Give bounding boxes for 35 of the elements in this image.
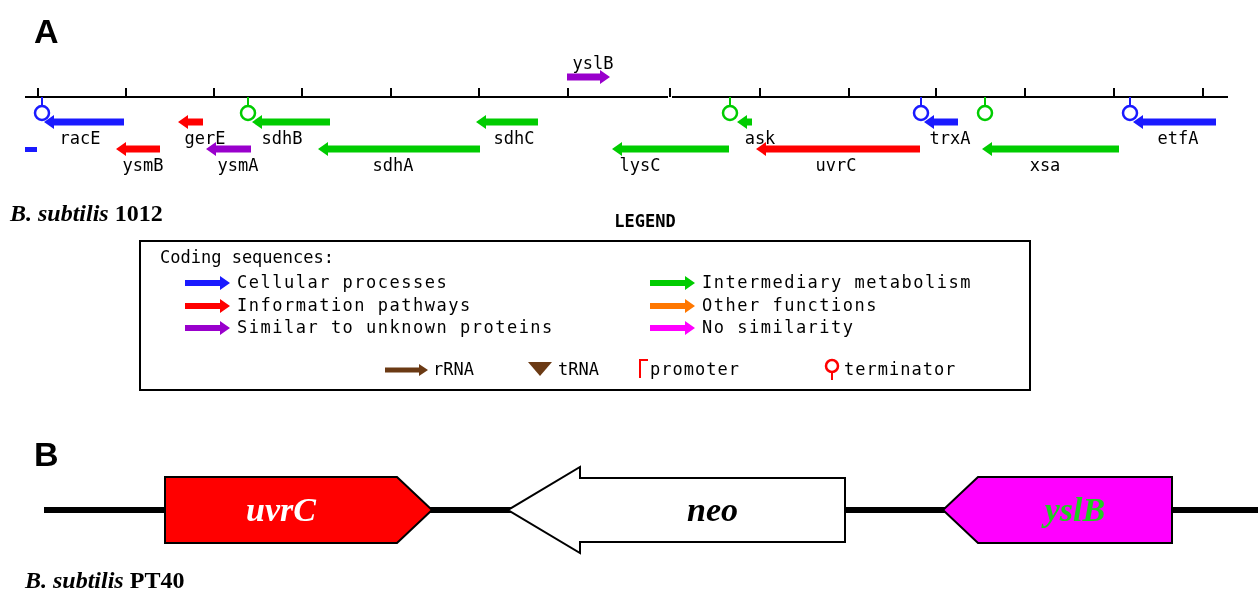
- gene-label: trxA: [929, 130, 971, 147]
- strain-caption: B. subtilis 1012: [10, 201, 163, 225]
- gene-label: sdhA: [372, 157, 414, 174]
- gene-name: uvrC: [246, 493, 316, 527]
- legend-label: No similarity: [702, 319, 855, 336]
- panel-letter: B: [34, 437, 59, 471]
- legend-label: Information pathways: [237, 297, 472, 314]
- gene-label: lysC: [619, 157, 661, 174]
- gene-label: uvrC: [815, 157, 857, 174]
- gene-label: ysmA: [217, 157, 259, 174]
- gene-label: sdhB: [261, 130, 303, 147]
- legend-label: terminator: [844, 361, 957, 378]
- panel-letter: A: [34, 14, 59, 48]
- legend-title: LEGEND: [614, 213, 676, 230]
- gene-arrow: [165, 477, 432, 543]
- legend-label: Similar to unknown proteins: [237, 319, 554, 336]
- gene-label: ysmB: [122, 157, 164, 174]
- legend-label: Other functions: [702, 297, 879, 314]
- gene-label: gerE: [184, 130, 226, 147]
- legend-label: rRNA: [433, 361, 474, 378]
- gene-label: xsa: [1029, 157, 1061, 174]
- legend-label: Cellular processes: [237, 274, 449, 291]
- gene-arrow: [943, 477, 1172, 543]
- gene-label: ask: [744, 130, 776, 147]
- gene-label: racE: [59, 130, 101, 147]
- legend-label: promoter: [650, 361, 740, 378]
- gene-label: yslB: [572, 55, 614, 72]
- gene-name: neo: [687, 493, 738, 527]
- strain-caption: B. subtilis PT40: [25, 568, 185, 592]
- gene-label: etfA: [1157, 130, 1199, 147]
- gene-label: sdhC: [493, 130, 535, 147]
- legend-label: Intermediary metabolism: [702, 274, 972, 291]
- legend-heading: Coding sequences:: [160, 249, 334, 266]
- gene-arrow: [508, 467, 845, 553]
- legend-label: tRNA: [558, 361, 599, 378]
